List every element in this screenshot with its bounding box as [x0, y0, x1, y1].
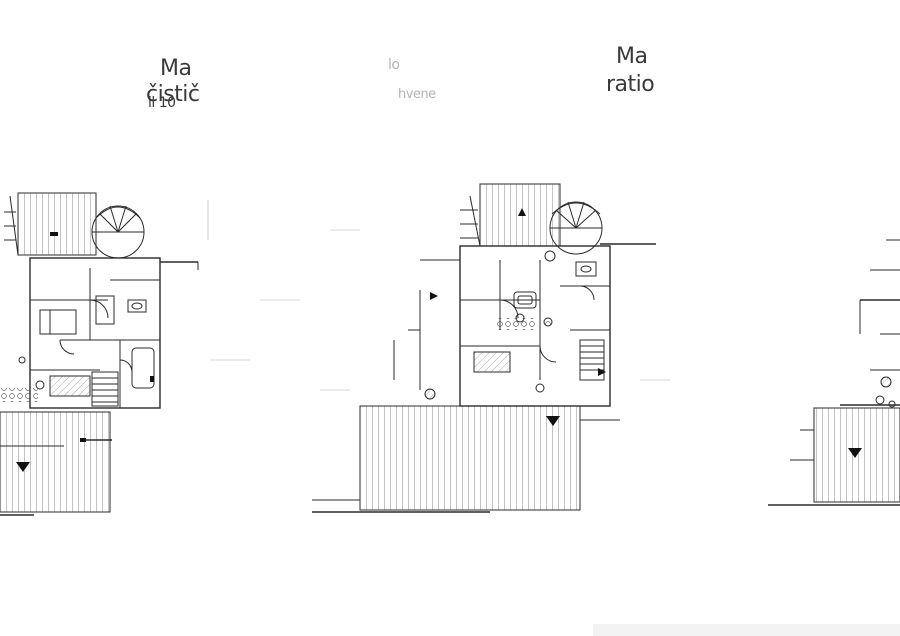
plan-label-left-line2: čistič	[146, 82, 200, 107]
door-swing-icon	[59, 299, 133, 373]
sink-icon	[575, 261, 597, 277]
gazebo-fan-icon	[549, 201, 603, 255]
north-arrow-icon	[598, 368, 606, 376]
plan-label-left-line3: il 10	[148, 95, 176, 111]
deck-top-left	[17, 192, 97, 256]
north-arrow-icon	[518, 208, 526, 216]
floor-plan-right	[768, 239, 900, 506]
north-arrow-icon	[848, 448, 862, 458]
faint-guides	[207, 200, 670, 391]
room-block-left	[29, 257, 161, 409]
north-arrow-markers	[16, 208, 862, 472]
plan-label-right-line2: ratio	[606, 72, 655, 97]
north-arrow-icon	[16, 462, 30, 472]
north-arrow-icon	[430, 292, 438, 300]
terrace-bottom-middle	[359, 405, 581, 511]
north-arrow-icon	[546, 416, 560, 426]
footer-strip	[593, 624, 900, 636]
sink-icon	[127, 299, 147, 313]
plan-label-middle-line2: hvene	[398, 87, 436, 102]
door-swing-icon	[499, 285, 595, 363]
bathtub-icon	[131, 347, 155, 389]
staircase-icon	[91, 371, 119, 407]
gazebo-fan-icon	[91, 205, 145, 259]
bathtub-icon	[513, 291, 537, 309]
plan-label-right-line1: Ma	[616, 44, 648, 69]
floor-plan-left	[0, 192, 199, 516]
floor-plan-middle	[312, 183, 656, 513]
bed	[39, 309, 77, 335]
shrub-icon	[875, 395, 896, 408]
plan-label-middle-line1: lo	[388, 57, 400, 73]
plan-label-left-line1: Ma	[160, 56, 192, 81]
table	[95, 295, 115, 325]
